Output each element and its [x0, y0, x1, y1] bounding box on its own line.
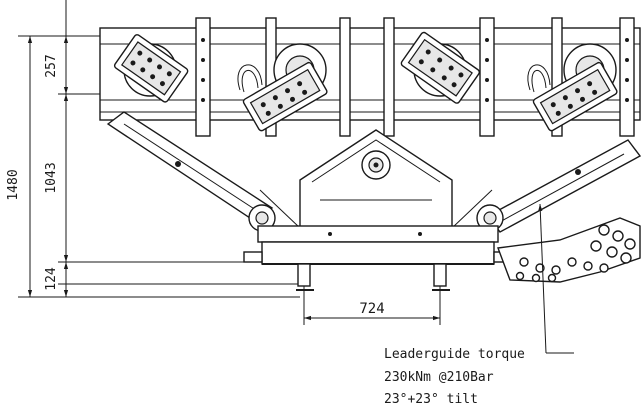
callout-line-1: Leaderguide torque [384, 347, 525, 362]
dimension-bottom-section: 124 [44, 267, 59, 291]
callout-leader [538, 203, 574, 354]
leaderguide-assembly [99, 17, 641, 291]
callout-line-2: 230kNm @210Bar [384, 370, 494, 385]
dimension-top-section: 257 [44, 54, 59, 77]
dimension-middle-section: 1043 [44, 162, 59, 193]
width-dimension [303, 280, 441, 325]
dimension-overall-height: 1480 [6, 169, 21, 200]
dimension-width: 724 [359, 301, 384, 317]
dimension-lines [18, 0, 300, 298]
callout-line-3: 23°+23° tilt [384, 392, 478, 407]
